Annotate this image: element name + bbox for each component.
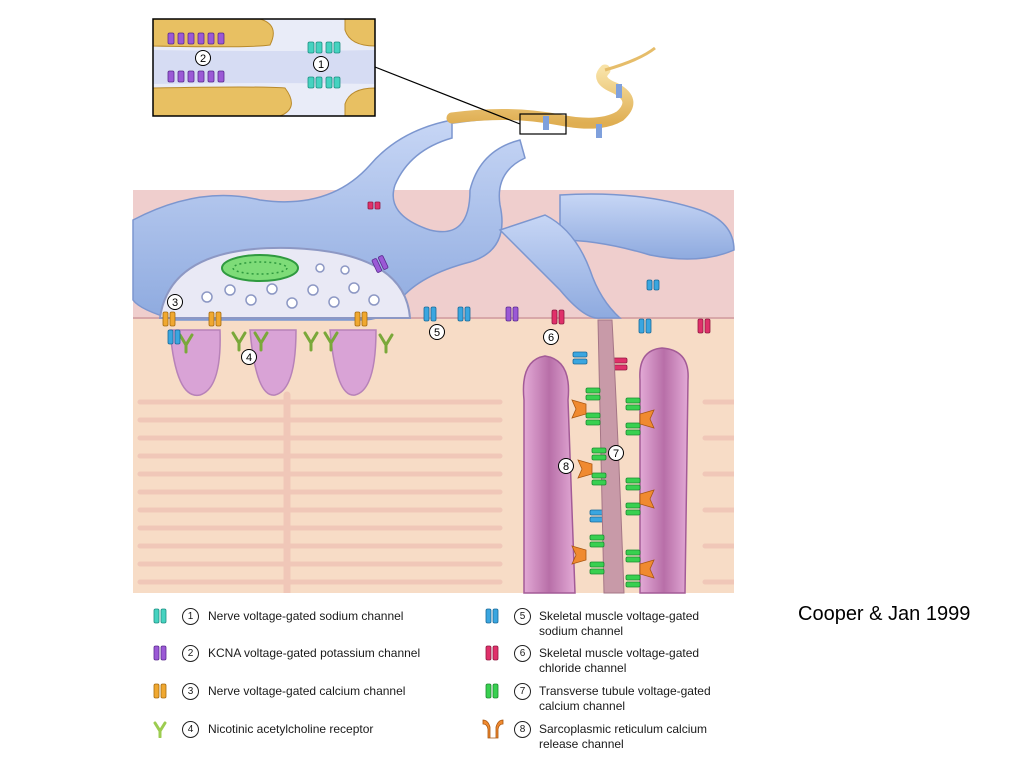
legend-item-6: 6 Skeletal muscle voltage-gated chloride… xyxy=(482,645,742,679)
legend-label: Skeletal muscle voltage-gated chloride c… xyxy=(539,646,700,675)
kcna-potassium-channel xyxy=(371,255,389,273)
myofibrils xyxy=(137,391,734,593)
callout-4: 4 xyxy=(241,349,257,365)
nerve-calcium-channels xyxy=(162,311,368,327)
chloride-channels xyxy=(367,201,711,371)
svg-text:3: 3 xyxy=(172,297,178,309)
legend-number: 2 xyxy=(182,645,199,662)
legend-item-4: 4 Nicotinic acetylcholine receptor xyxy=(150,721,470,741)
ttubule-calcium-channel-icon xyxy=(485,683,499,699)
ttubule-calcium-channels xyxy=(585,387,641,588)
legend-item-5: 5 Skeletal muscle voltage-gated sodium c… xyxy=(482,608,742,642)
chloride-channel-icon xyxy=(485,645,499,661)
legend-label: KCNA voltage-gated potassium channel xyxy=(208,646,421,660)
legend-number: 3 xyxy=(182,683,199,700)
inset-nerve-sodium-channels xyxy=(307,41,341,89)
sr-calcium-release-icon xyxy=(482,719,504,739)
legend-number: 7 xyxy=(514,683,531,700)
nerve-terminal xyxy=(132,119,735,321)
callout-6: 6 xyxy=(543,329,559,345)
acetylcholine-receptors xyxy=(178,331,394,354)
acetylcholine-receptor-icon xyxy=(153,721,167,738)
svg-text:7: 7 xyxy=(613,448,619,460)
svg-text:5: 5 xyxy=(434,327,440,339)
other-kcna-channel xyxy=(505,306,519,322)
legend-item-8: 8 Sarcoplasmic reticulum calcium release… xyxy=(482,719,742,755)
skeletal-sodium-channel-icon xyxy=(485,608,499,624)
kcna-potassium-channel-icon xyxy=(153,645,167,661)
legend-item-7: 7 Transverse tubule voltage-gated calciu… xyxy=(482,683,742,717)
callout-3: 3 xyxy=(167,294,183,310)
skeletal-sodium-channels xyxy=(167,279,660,523)
legend-number: 4 xyxy=(182,721,199,738)
synaptic-folds xyxy=(169,329,377,396)
myelinated-axon xyxy=(374,46,656,138)
node-of-ranvier-inset xyxy=(152,18,376,117)
nerve-calcium-channel-icon xyxy=(153,683,167,699)
inset-kcna-potassium-channels xyxy=(167,32,225,83)
svg-text:1: 1 xyxy=(318,59,324,71)
legend-number: 6 xyxy=(514,645,531,662)
citation: Cooper & Jan 1999 xyxy=(798,603,971,625)
legend-label: Sarcoplasmic reticulum calcium release c… xyxy=(539,722,708,751)
legend-label: Nicotinic acetylcholine receptor xyxy=(208,722,374,736)
legend-label: Transverse tubule voltage-gated calcium … xyxy=(539,684,711,713)
callout-1: 1 xyxy=(313,56,329,72)
sr-calcium-release-channels xyxy=(571,399,655,579)
callout-2: 2 xyxy=(195,50,211,66)
legend-label: Nerve voltage-gated calcium channel xyxy=(208,684,406,698)
legend-item-1: 1 Nerve voltage-gated sodium channel xyxy=(150,608,470,628)
legend-label: Nerve voltage-gated sodium channel xyxy=(208,609,404,623)
legend-label: Skeletal muscle voltage-gated sodium cha… xyxy=(539,609,700,638)
legend-number: 8 xyxy=(514,721,531,738)
legend-item-2: 2 KCNA voltage-gated potassium channel xyxy=(150,645,470,665)
svg-text:6: 6 xyxy=(548,332,554,344)
svg-text:4: 4 xyxy=(246,352,252,364)
callout-8: 8 xyxy=(558,458,574,474)
legend-number: 1 xyxy=(182,608,199,625)
nerve-sodium-channel-icon xyxy=(153,608,167,624)
legend-number: 5 xyxy=(514,608,531,625)
svg-text:2: 2 xyxy=(200,53,206,65)
callout-7: 7 xyxy=(608,445,624,461)
legend-item-3: 3 Nerve voltage-gated calcium channel xyxy=(150,683,470,703)
svg-text:8: 8 xyxy=(563,461,569,473)
callout-5: 5 xyxy=(429,324,445,340)
